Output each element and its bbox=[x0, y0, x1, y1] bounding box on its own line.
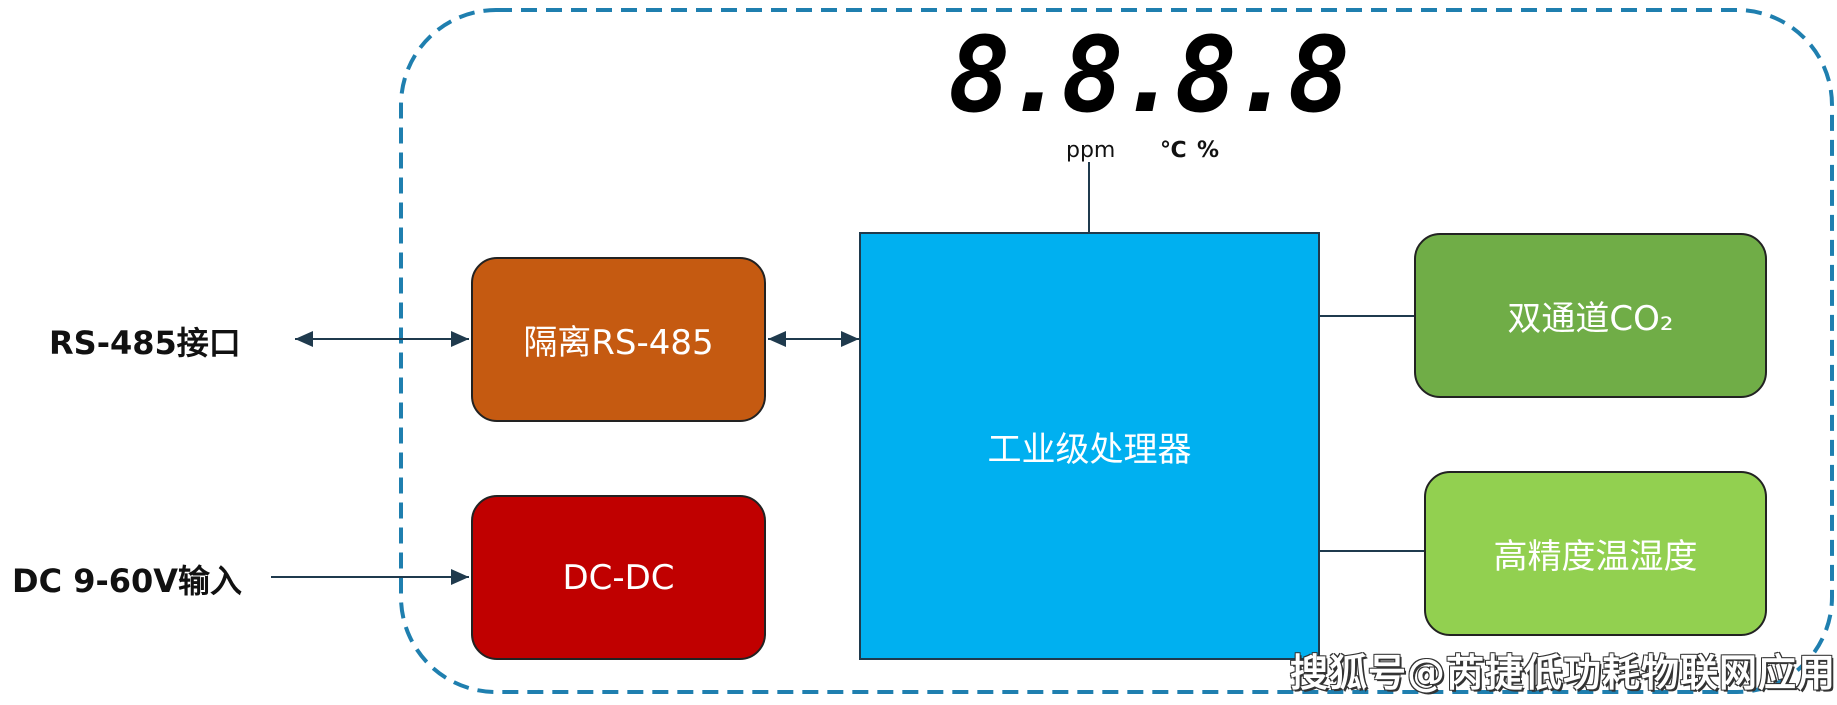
segment-display: 8.8.8.8 bbox=[948, 14, 1350, 136]
unit-percent: % bbox=[1197, 138, 1220, 163]
temp-humidity-label: 高精度温湿度 bbox=[1493, 537, 1698, 577]
processor-block: 工业级处理器 bbox=[859, 232, 1320, 660]
processor-label: 工业级处理器 bbox=[987, 429, 1192, 470]
dc-input-label: DC 9-60V输入 bbox=[12, 562, 243, 600]
device-boundary bbox=[399, 8, 1834, 694]
watermark: 搜狐号@芮捷低功耗物联网应用 bbox=[1290, 651, 1837, 695]
isolated-rs485-label: 隔离RS-485 bbox=[523, 323, 714, 363]
co2-label: 双通道CO₂ bbox=[1507, 299, 1674, 339]
dcdc-label: DC-DC bbox=[562, 557, 675, 598]
dcdc-block: DC-DC bbox=[471, 495, 766, 660]
co2-block: 双通道CO₂ bbox=[1414, 233, 1767, 398]
isolated-rs485-block: 隔离RS-485 bbox=[471, 257, 766, 422]
rs485-interface-label: RS-485接口 bbox=[49, 324, 241, 362]
unit-ppm: ppm bbox=[1066, 138, 1116, 163]
temp-humidity-block: 高精度温湿度 bbox=[1424, 471, 1767, 636]
unit-celsius: ℃ bbox=[1160, 138, 1187, 163]
